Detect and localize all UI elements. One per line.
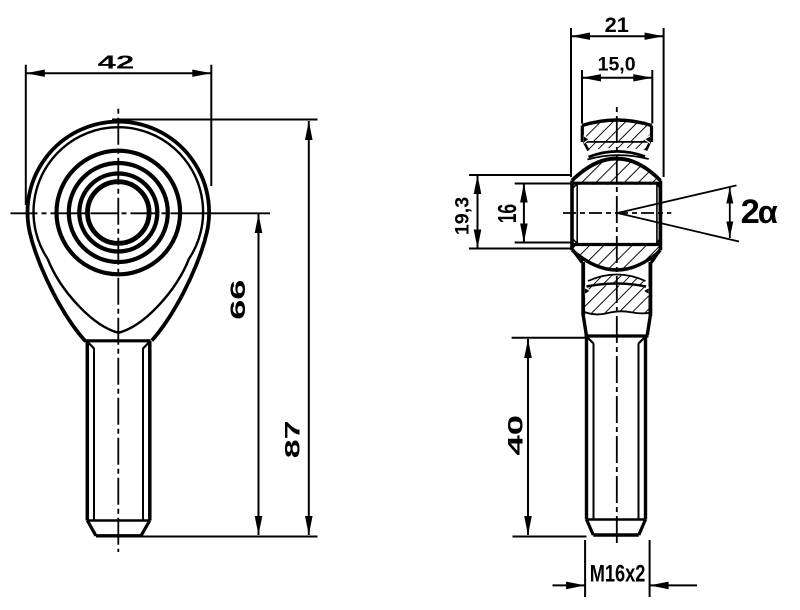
- svg-text:19,3: 19,3: [452, 197, 474, 235]
- svg-text:87: 87: [281, 421, 304, 459]
- svg-text:α: α: [758, 194, 778, 230]
- svg-text:42: 42: [98, 51, 135, 72]
- svg-text:15,0: 15,0: [598, 53, 636, 75]
- svg-text:21: 21: [605, 13, 629, 37]
- svg-text:16: 16: [494, 204, 522, 223]
- svg-text:40: 40: [503, 415, 528, 456]
- svg-text:2: 2: [741, 193, 760, 231]
- svg-text:66: 66: [227, 280, 250, 320]
- svg-text:M16x2: M16x2: [590, 561, 646, 587]
